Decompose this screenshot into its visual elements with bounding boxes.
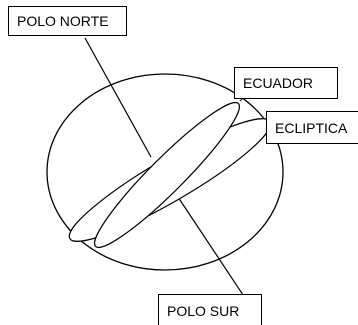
celestial-sphere	[46, 73, 284, 271]
polo-sur-text: POLO SUR	[167, 302, 240, 319]
ecuador-label: ECUADOR	[234, 67, 338, 99]
ecliptica-text: ECLIPTICA	[275, 119, 348, 136]
ecliptica-label: ECLIPTICA	[266, 111, 358, 144]
polo-sur-label: POLO SUR	[158, 294, 262, 325]
polo-norte-label: POLO NORTE	[8, 6, 127, 36]
polar-axis-upper	[84, 37, 152, 158]
ecuador-text: ECUADOR	[243, 75, 314, 91]
polo-norte-text: POLO NORTE	[17, 13, 109, 29]
celestial-equator-ellipse	[93, 101, 241, 249]
